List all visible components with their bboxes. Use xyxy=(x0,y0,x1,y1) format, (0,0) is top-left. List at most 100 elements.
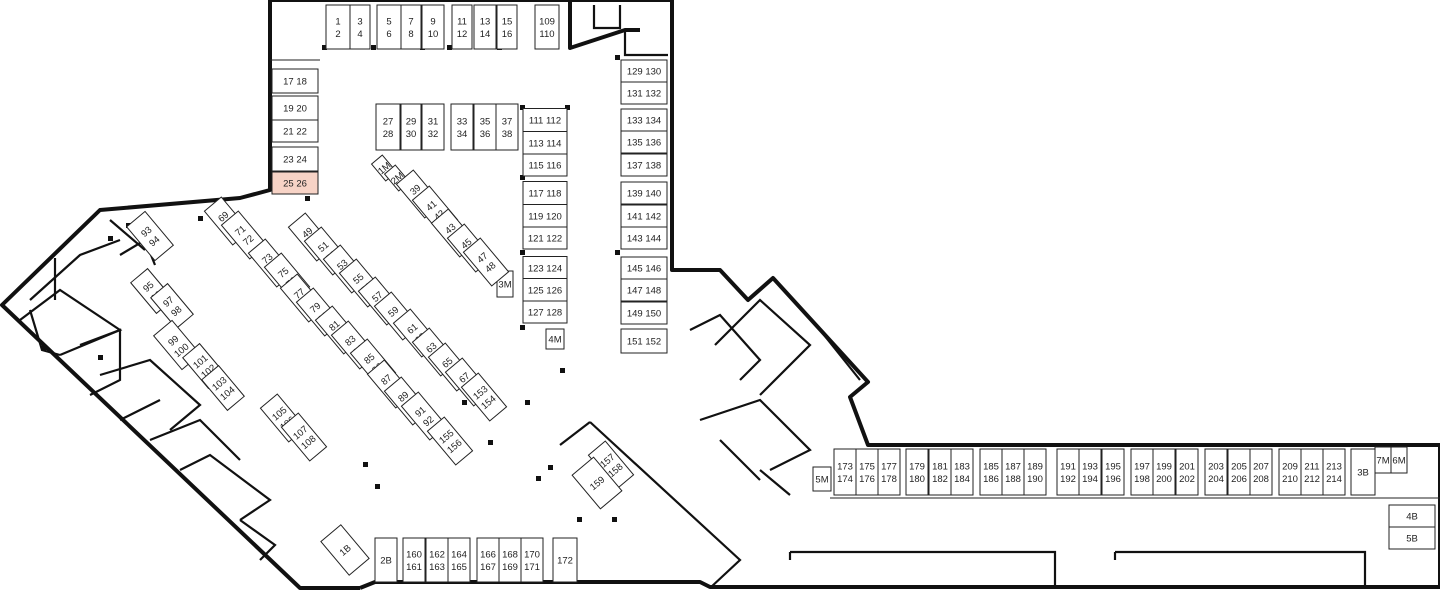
lot-label: 209 xyxy=(1282,462,1298,473)
lot-label: 178 xyxy=(881,474,897,485)
parking-lot-5b[interactable]: 5B xyxy=(1388,526,1436,550)
parking-lot-19[interactable]: 19 20 xyxy=(271,95,319,121)
parking-lot-151[interactable]: 151 152 xyxy=(620,328,668,354)
parking-lot-129[interactable]: 129 130 xyxy=(620,59,668,83)
parking-lot-119[interactable]: 119 120 xyxy=(522,204,568,228)
lot-label: 16 xyxy=(502,29,513,40)
parking-lot-143[interactable]: 143 144 xyxy=(620,226,668,250)
lot-label: 23 24 xyxy=(283,155,307,166)
parking-lot-133[interactable]: 133 134 xyxy=(620,108,668,132)
lot-label: 182 xyxy=(932,474,948,485)
parking-lot-137[interactable]: 137 138 xyxy=(620,153,668,177)
parking-lot-23[interactable]: 23 24 xyxy=(271,146,319,172)
parking-lot-17[interactable]: 17 18 xyxy=(271,68,319,94)
parking-lot-123[interactable]: 123 124 xyxy=(522,256,568,280)
parking-lot-6m[interactable]: 6M xyxy=(1390,446,1408,474)
parking-lot-7[interactable]: 78 xyxy=(400,4,422,50)
parking-lot-4m[interactable]: 4M xyxy=(545,328,565,350)
parking-lot-21[interactable]: 21 22 xyxy=(271,119,319,143)
parking-lot-7m[interactable]: 7M xyxy=(1374,446,1392,474)
lot-label: 200 xyxy=(1156,474,1172,485)
parking-lot-3[interactable]: 34 xyxy=(349,4,371,50)
parking-lot-3b[interactable]: 3B xyxy=(1350,448,1376,496)
parking-lot-25[interactable]: 25 26 xyxy=(271,171,319,195)
lot-label: 175 xyxy=(859,462,875,473)
parking-lot-139[interactable]: 139 140 xyxy=(620,181,668,205)
parking-lot-111[interactable]: 111 112 xyxy=(522,108,568,132)
parking-lot-115[interactable]: 115 116 xyxy=(522,153,568,177)
parking-lot-2b[interactable]: 2B xyxy=(374,537,398,583)
parking-lot-4b[interactable]: 4B xyxy=(1388,504,1436,528)
parking-lot-125[interactable]: 125 126 xyxy=(522,278,568,302)
parking-lot-5m[interactable]: 5M xyxy=(812,466,832,492)
lot-label: 115 116 xyxy=(529,161,562,172)
parking-lot-1b[interactable]: 1B xyxy=(320,524,370,576)
lot-outline xyxy=(375,103,401,151)
parking-lot-5[interactable]: 56 xyxy=(376,4,402,50)
lot-outline xyxy=(400,103,422,151)
parking-lot-141[interactable]: 141 142 xyxy=(620,204,668,228)
parking-lot-113[interactable]: 113 114 xyxy=(522,131,568,155)
parking-lot-117[interactable]: 117 118 xyxy=(522,181,568,205)
parking-lot-121[interactable]: 121 122 xyxy=(522,226,568,250)
lot-label: 38 xyxy=(502,129,513,140)
lot-outline xyxy=(402,537,426,583)
parking-lot-135[interactable]: 135 136 xyxy=(620,130,668,154)
parking-lot-147[interactable]: 147 148 xyxy=(620,278,668,302)
parking-lot-1[interactable]: 12 xyxy=(325,4,351,50)
parking-lot-9[interactable]: 910 xyxy=(421,4,445,50)
parking-lot-149[interactable]: 149 150 xyxy=(620,301,668,325)
lot-label: 168 xyxy=(502,550,518,561)
parking-lot-172[interactable]: 172 xyxy=(552,537,578,583)
parking-lot-131[interactable]: 131 132 xyxy=(620,81,668,105)
parking-lot-145[interactable]: 145 146 xyxy=(620,256,668,280)
parking-lot-127[interactable]: 127 128 xyxy=(522,300,568,324)
parking-lot-159[interactable]: 159 xyxy=(571,456,623,510)
